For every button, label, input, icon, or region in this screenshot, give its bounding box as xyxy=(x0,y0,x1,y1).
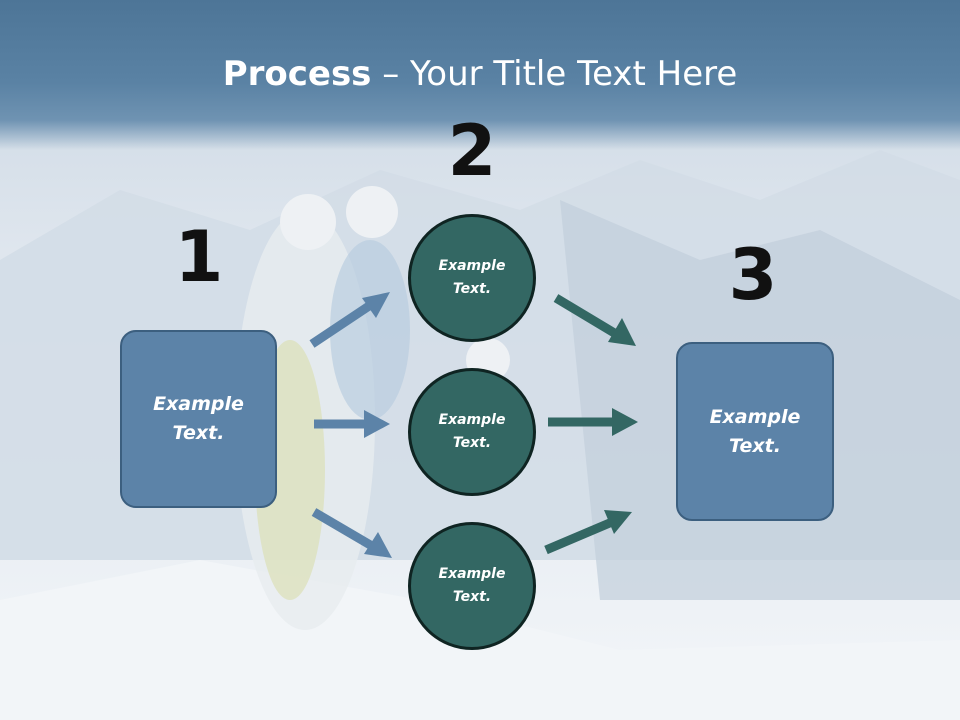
step-2-circle-middle[interactable]: Example Text. xyxy=(408,368,536,496)
circle-label: Example Text. xyxy=(438,258,506,297)
step-number-1: 1 xyxy=(174,216,224,298)
title-rest: – Your Title Text Here xyxy=(371,54,738,94)
step-3-box[interactable]: Example Text. xyxy=(676,342,834,521)
step-number-3: 3 xyxy=(728,234,778,316)
step-2-circle-bottom[interactable]: Example Text. xyxy=(408,522,536,650)
title-bold: Process xyxy=(222,54,372,94)
arrow-from-bottom xyxy=(544,510,632,555)
skier-figure xyxy=(330,240,410,420)
helmet xyxy=(346,186,398,238)
title-band xyxy=(0,0,960,150)
circle-label: Example Text. xyxy=(438,566,506,605)
step-1-label: Example Text. xyxy=(153,393,244,444)
helmet xyxy=(280,194,336,250)
slide-title: Process – Your Title Text Here xyxy=(0,52,960,96)
arrow-from-middle xyxy=(548,408,638,436)
circle-label: Example Text. xyxy=(438,412,506,451)
arrow-to-top xyxy=(309,292,390,348)
arrow-from-top xyxy=(553,294,636,346)
step-2-circle-top[interactable]: Example Text. xyxy=(408,214,536,342)
arrow-to-middle xyxy=(314,410,390,438)
arrow-to-bottom xyxy=(311,508,392,558)
step-1-box[interactable]: Example Text. xyxy=(120,330,277,508)
step-number-2: 2 xyxy=(447,110,497,192)
step-3-label: Example Text. xyxy=(709,405,801,457)
